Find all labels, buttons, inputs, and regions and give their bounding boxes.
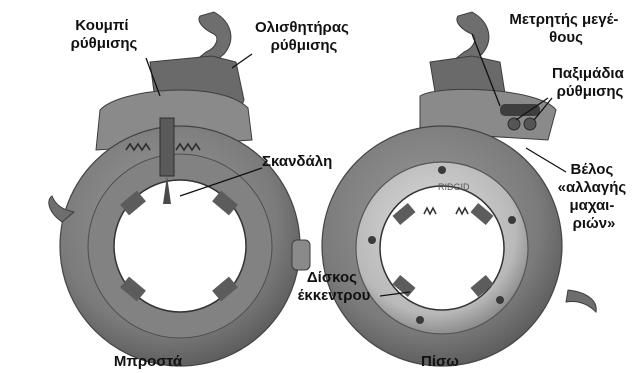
size-gauge-slot — [500, 104, 540, 116]
ring-screw — [438, 166, 446, 174]
ring-screw — [368, 236, 376, 244]
leader-adjust-slider — [232, 54, 252, 68]
adjust-nut — [508, 118, 520, 130]
back-bore — [380, 186, 504, 310]
label-blade-arrow: Βέλος «αλλαγής μαχαι- ριών» — [558, 161, 631, 232]
label-trigger: Σκανδάλη — [262, 153, 332, 170]
label-adjust-nuts: Παξιμάδια ρύθμισης — [552, 65, 628, 100]
caption-back: Πίσω — [421, 353, 459, 370]
front-trigger — [160, 118, 174, 176]
label-adjust-knob: Κουμπί ρύθμισης — [71, 17, 138, 52]
ring-screw — [496, 296, 504, 304]
label-cam-disc: Δίσκος έκκεντρου — [298, 269, 371, 304]
ring-screw — [508, 216, 516, 224]
ring-screw — [416, 316, 424, 324]
label-adjust-slider: Ολισθητήρας ρύθμισης — [255, 19, 353, 54]
brand-stamp: RIDGID — [438, 182, 470, 192]
front-die-head — [49, 12, 310, 366]
label-size-gauge: Μετρητής μεγέ- θους — [509, 11, 622, 46]
front-side-knob — [292, 240, 310, 270]
caption-front: Μπροστά — [114, 353, 183, 370]
back-side-lug — [566, 290, 596, 312]
